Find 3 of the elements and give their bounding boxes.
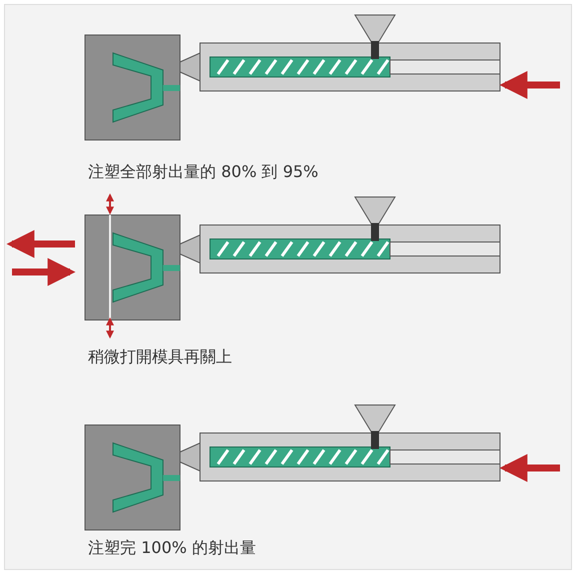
- caption-text: 稍微打開模具再關上: [88, 347, 232, 368]
- caption-text: 注塑全部射出量的 80% 到 95%: [88, 162, 318, 183]
- caption-text: 注塑完 100% 的射出量: [88, 538, 256, 559]
